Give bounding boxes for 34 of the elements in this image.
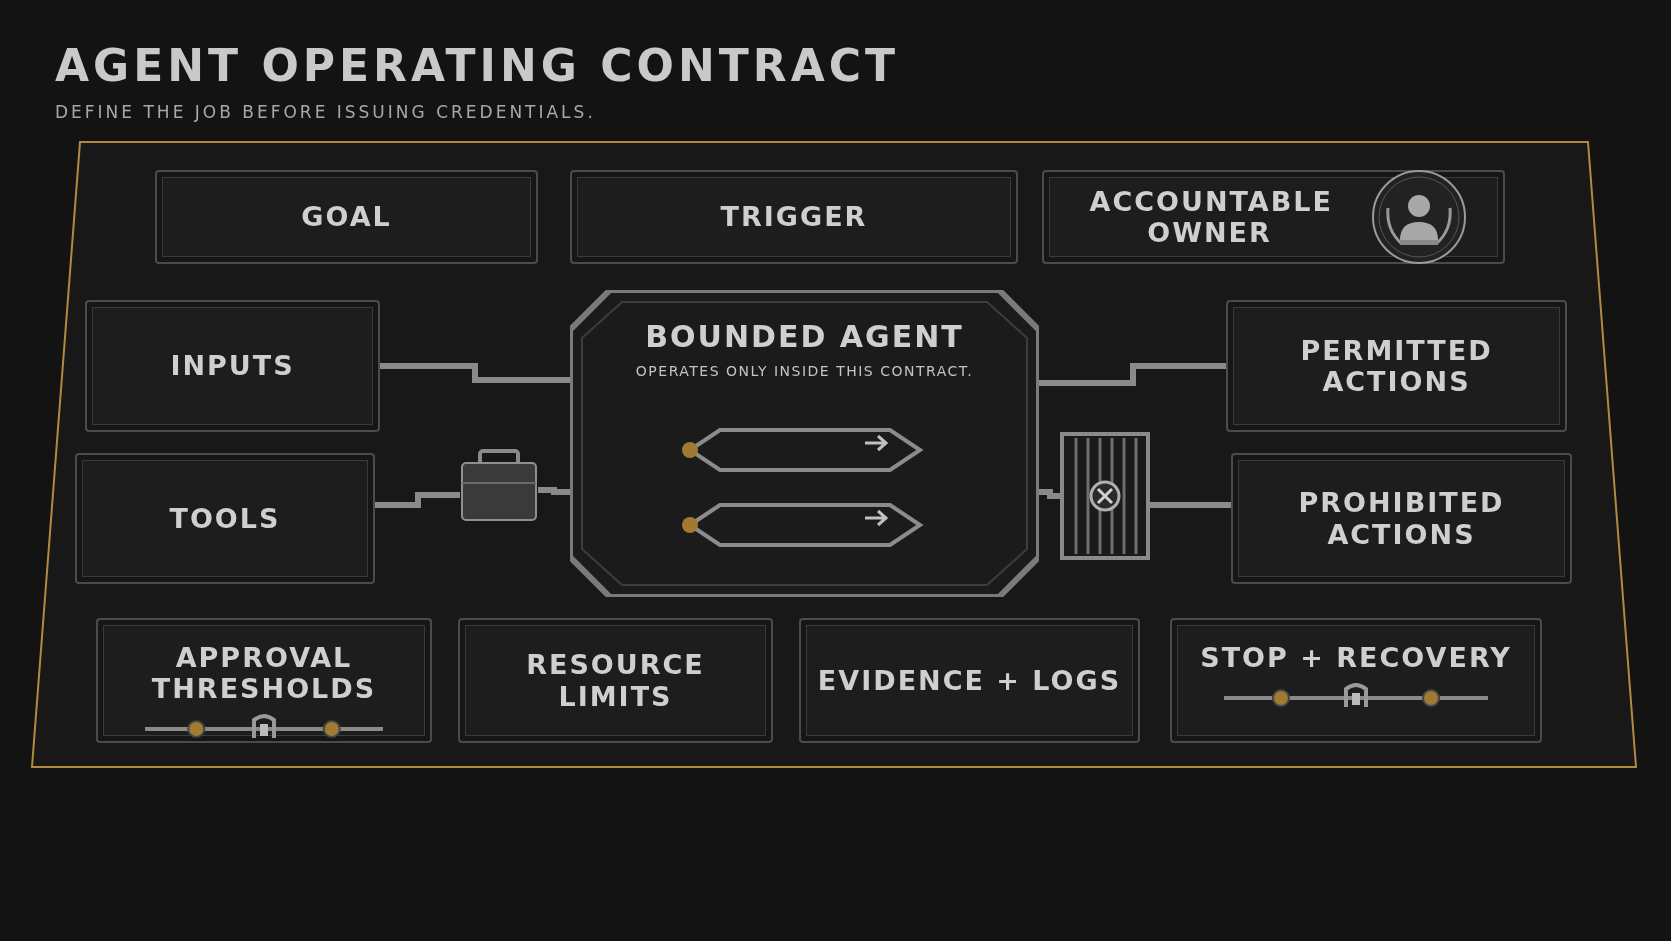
contract-panel — [1231, 453, 1572, 584]
contract-panel — [96, 618, 432, 743]
contract-panel — [458, 618, 773, 743]
panel-label: INPUTS — [169, 350, 296, 382]
panel-label: TOOLS — [168, 502, 282, 534]
pipe-connector — [538, 487, 570, 495]
panel-label: EVIDENCE + LOGS — [816, 664, 1123, 696]
contract-panel — [570, 170, 1018, 264]
diagram-subtitle: DEFINE THE JOB BEFORE ISSUING CREDENTIALS. — [55, 102, 596, 122]
panel-label: PROHIBITED ACTIONS — [1297, 487, 1506, 550]
panel-label: ACCOUNTABLE OWNER — [1088, 185, 1334, 249]
contract-panel — [75, 453, 375, 584]
contract-panel — [85, 300, 380, 432]
briefcase-drawing — [460, 447, 538, 522]
agent-octagon — [570, 290, 1039, 597]
contract-panel — [1170, 618, 1542, 743]
panel-label: STOP + RECOVERY — [1199, 642, 1513, 674]
diagram-title: AGENT OPERATING CONTRACT — [55, 40, 900, 91]
pipe-connector — [1150, 502, 1231, 508]
contract-panel — [1226, 300, 1567, 432]
pipe-connector — [1039, 363, 1226, 386]
agent-subtitle: OPERATES ONLY INSIDE THIS CONTRACT. — [635, 362, 974, 379]
panel-label: APPROVAL THRESHOLDS — [150, 642, 378, 705]
contract-panel — [155, 170, 538, 264]
agent-title: BOUNDED AGENT — [644, 320, 965, 355]
pipe-connector — [380, 363, 570, 383]
gate-drawing — [1060, 432, 1150, 560]
pipe-connector — [375, 492, 460, 508]
panel-label: RESOURCE LIMITS — [525, 649, 706, 712]
contract-panel — [1042, 170, 1505, 264]
contract-panel — [799, 618, 1140, 743]
panel-label: PERMITTED ACTIONS — [1299, 334, 1494, 398]
panel-label: TRIGGER — [719, 201, 869, 233]
panel-label: GOAL — [300, 201, 393, 233]
